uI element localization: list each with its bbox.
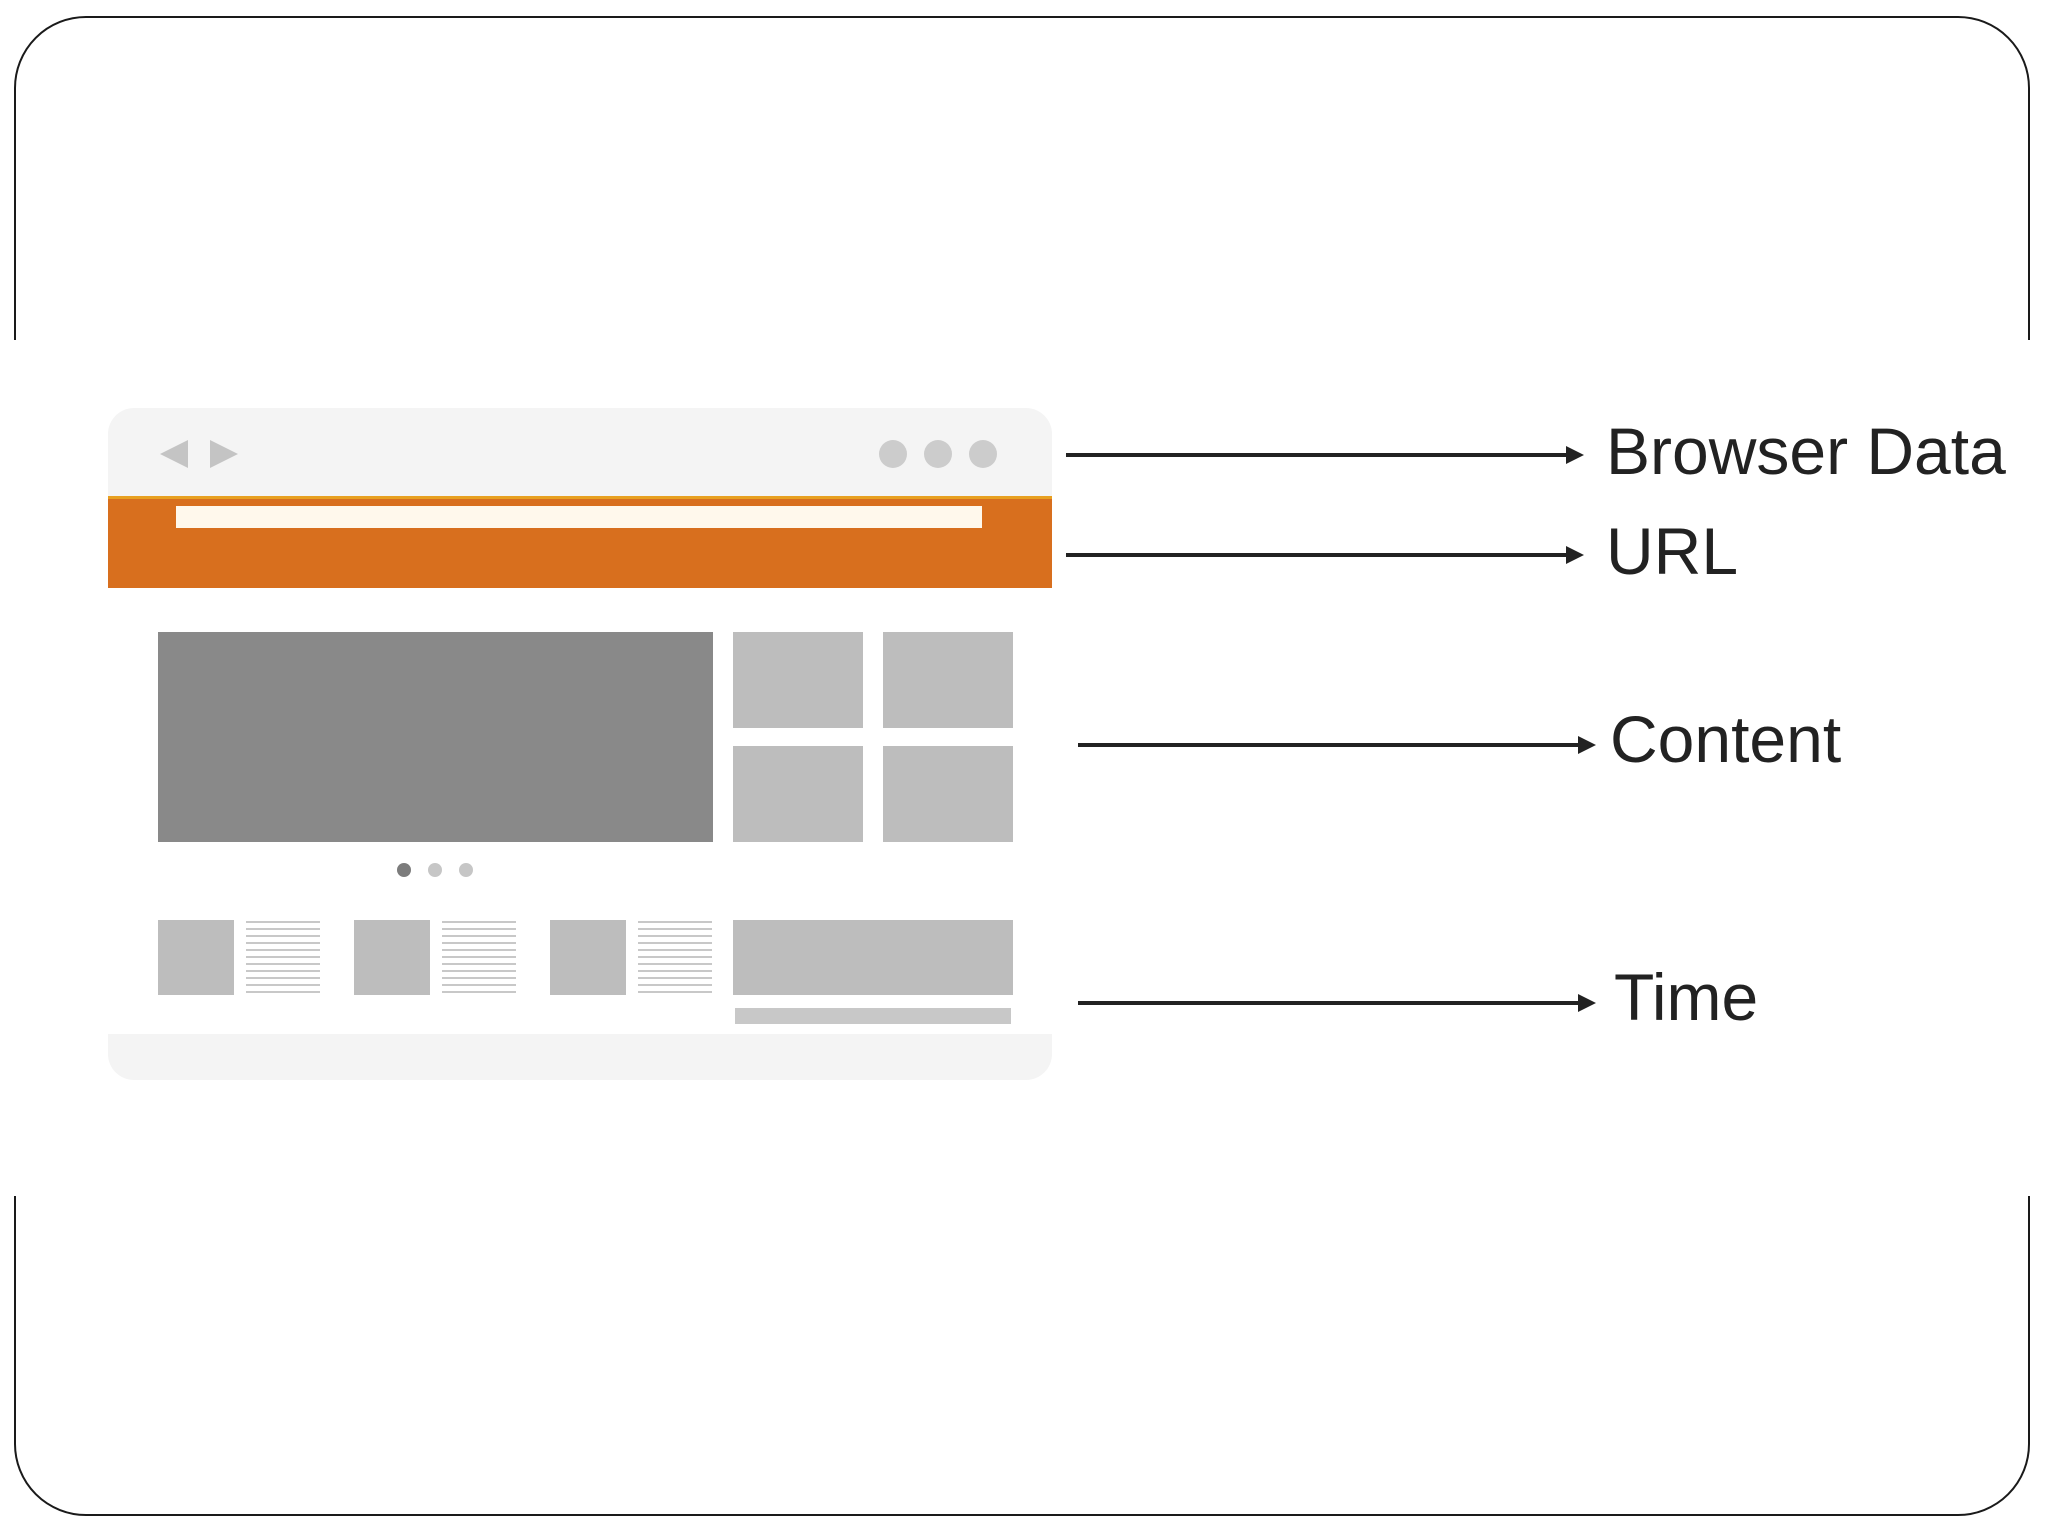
forward-arrow-icon	[210, 440, 238, 468]
url-field	[176, 506, 982, 528]
thumbnail-block	[733, 746, 863, 842]
url-bar-highlight	[108, 496, 1052, 499]
thumbnail-block	[733, 632, 863, 728]
card-text-lines	[442, 921, 516, 993]
card-text-lines	[638, 921, 712, 993]
card-image-block	[158, 920, 234, 995]
arrow-time	[1078, 994, 1596, 1012]
banner-block	[733, 920, 1013, 995]
arrow-url	[1066, 546, 1584, 564]
arrow-content	[1078, 736, 1596, 754]
card-image-block	[354, 920, 430, 995]
thumbnail-block	[883, 632, 1013, 728]
label-time: Time	[1614, 960, 1759, 1034]
banner-caption-bar	[735, 1008, 1011, 1024]
back-arrow-icon	[160, 440, 188, 468]
more-dots-icon	[879, 440, 997, 468]
card-text-lines	[246, 921, 320, 993]
carousel-dots-icon	[397, 863, 473, 877]
thumbnail-block	[883, 746, 1013, 842]
arrow-browser-data	[1066, 446, 1584, 464]
card-image-block	[550, 920, 626, 995]
label-browser-data: Browser Data	[1606, 414, 2006, 488]
label-url: URL	[1606, 514, 1739, 588]
label-content: Content	[1610, 702, 1842, 776]
hero-image-block	[158, 632, 713, 842]
